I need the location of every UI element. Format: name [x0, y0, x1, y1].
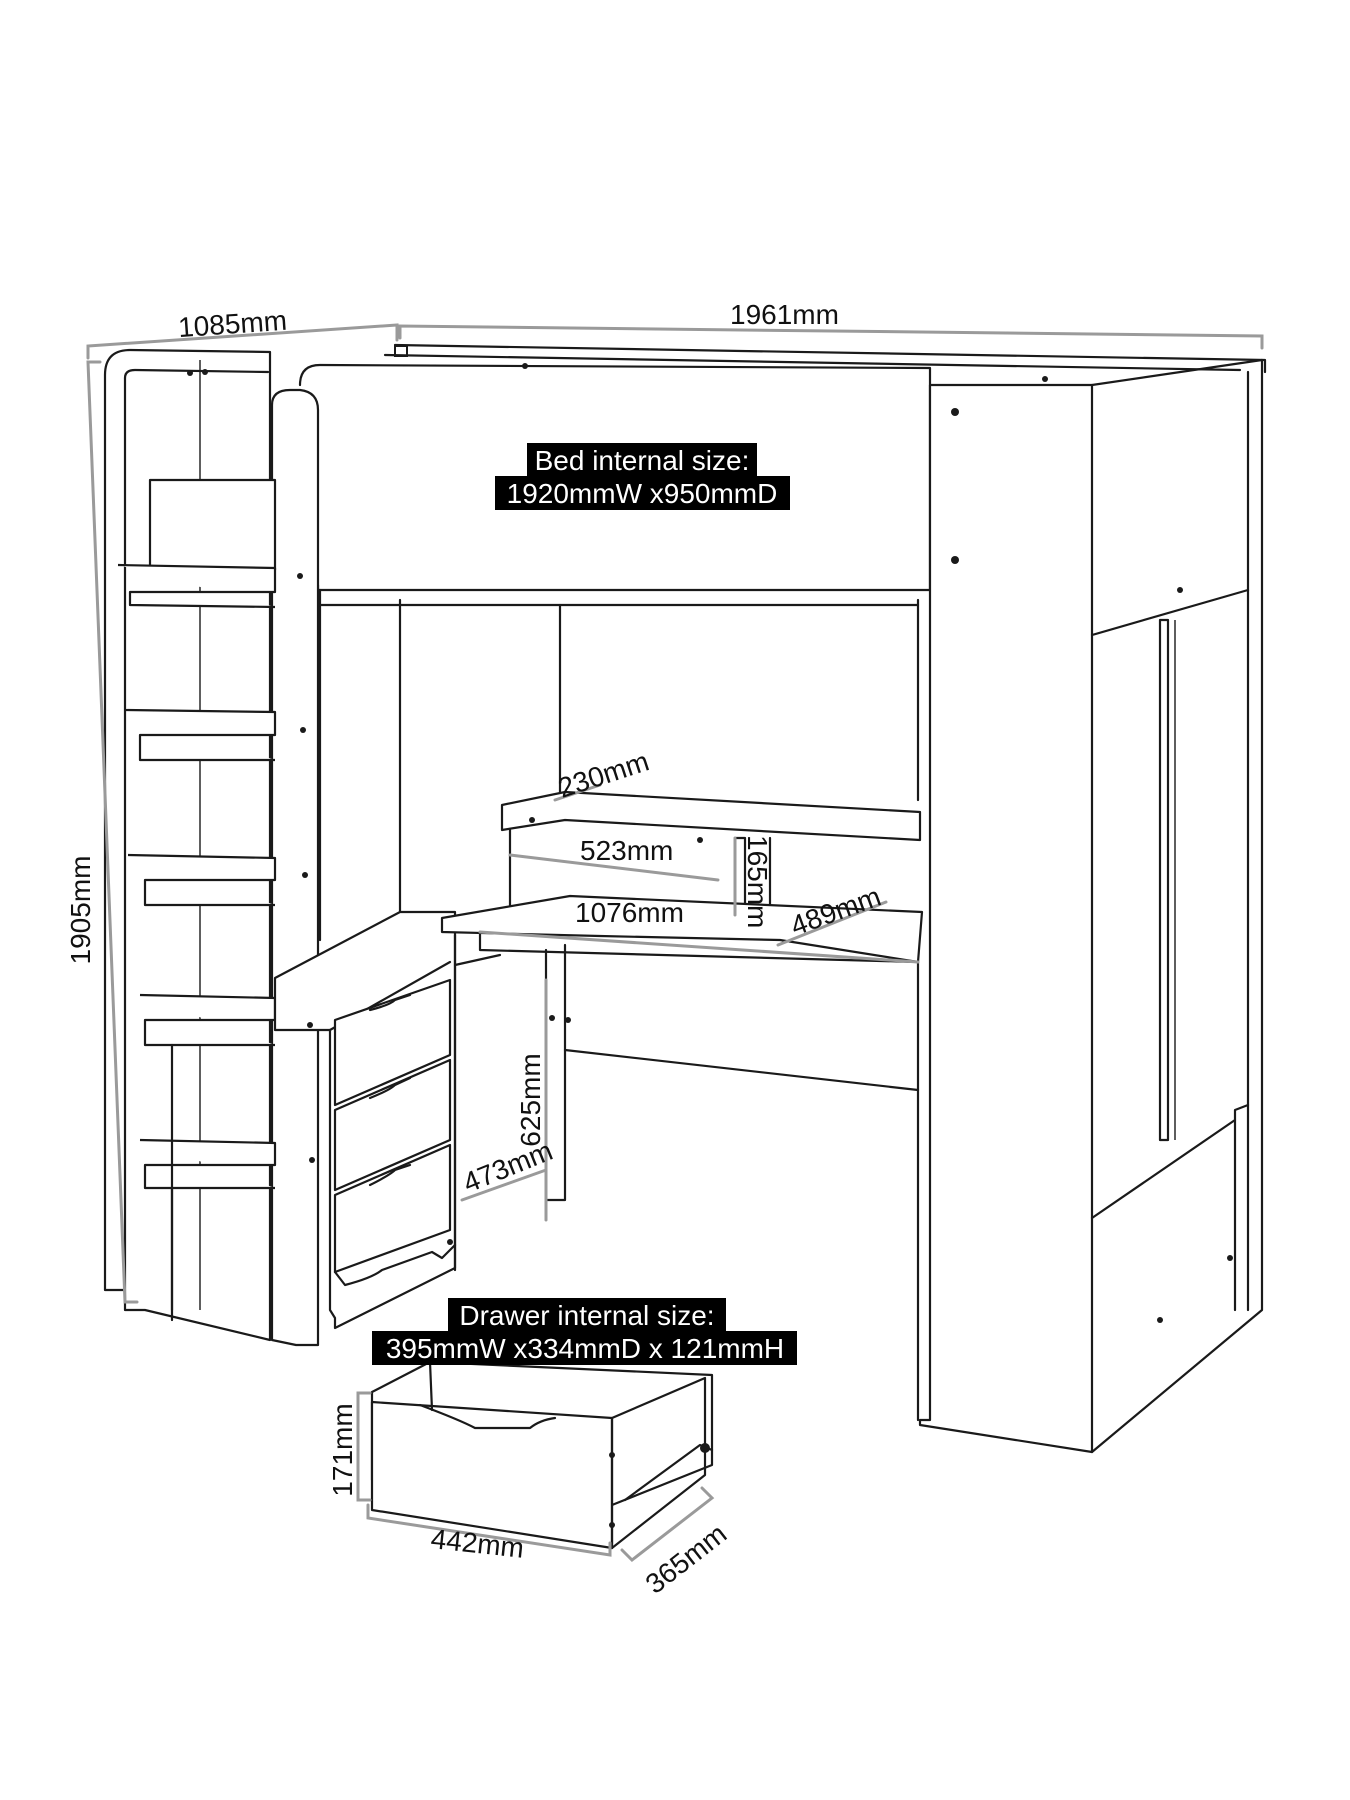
shelf-height-label: 165mm — [742, 835, 773, 928]
width-label: 1961mm — [730, 299, 839, 330]
depth-label: 1085mm — [177, 305, 288, 344]
drawer-height-label: 171mm — [327, 1403, 358, 1496]
height-label: 1905mm — [65, 856, 96, 965]
desk-width-label: 1076mm — [575, 897, 684, 928]
bed-size-value: 1920mmW x950mmD — [507, 478, 778, 509]
fixing-dots — [187, 345, 1233, 1528]
ladder — [117, 388, 320, 1347]
bed-size-callout: Bed internal size: 1920mmW x950mmD — [495, 443, 790, 510]
loose-drawer — [370, 1360, 714, 1550]
desk — [440, 790, 924, 1422]
dimension-lines — [86, 323, 1264, 1562]
bed-frame — [103, 343, 1267, 1454]
drawer-size-value: 395mmW x334mmD x 121mmH — [386, 1333, 784, 1364]
desk-leg-depth-label: 473mm — [459, 1135, 557, 1199]
drawer-size-callout: Drawer internal size: 395mmW x334mmD x 1… — [372, 1298, 797, 1365]
drawer-depth-label: 365mm — [640, 1518, 733, 1600]
drawer-unit — [273, 910, 457, 1330]
shelf-width-label: 523mm — [580, 835, 673, 866]
desk-height-label: 625mm — [515, 1053, 546, 1146]
drawer-size-title: Drawer internal size: — [459, 1300, 714, 1331]
bed-size-title: Bed internal size: — [535, 445, 750, 476]
